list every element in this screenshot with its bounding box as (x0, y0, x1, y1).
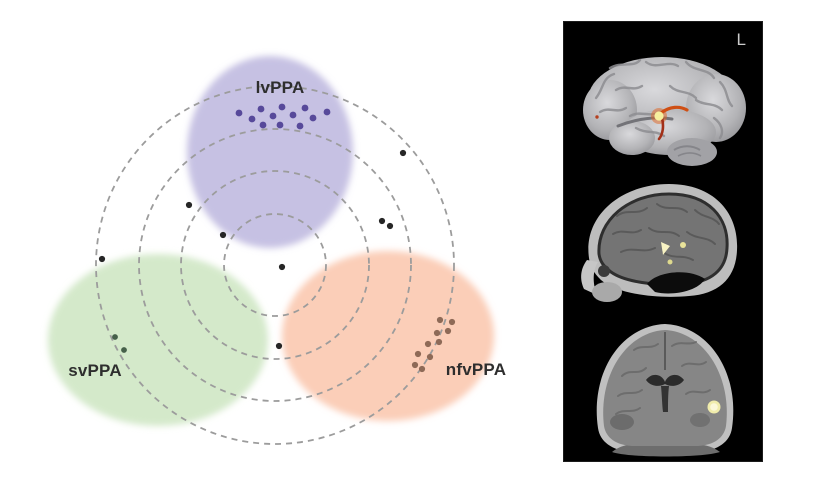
brain-3d-render (583, 57, 746, 166)
ellipses-layer (48, 56, 494, 426)
activation-speck (595, 115, 599, 119)
temporal-dark-right (690, 413, 710, 427)
activation-coronal (707, 400, 721, 414)
lvppa-label: lvPPA (255, 78, 305, 97)
ppa-diagram-svg (48, 56, 494, 445)
dots-layer (98, 103, 456, 373)
posterior-fossa-dark (647, 272, 705, 294)
rings-layer (95, 85, 455, 445)
coronal-mri (596, 324, 734, 457)
brain-image-panel: L (563, 21, 763, 462)
sagittal-mri (581, 184, 738, 302)
left-orientation-label: L (736, 30, 746, 49)
svppa-label: svPPA (68, 361, 122, 380)
cerebellum (667, 138, 717, 166)
temporal-dark-left (610, 414, 634, 430)
activation-3d (595, 105, 689, 141)
brain-sagittal (597, 192, 729, 286)
orbit-dark (598, 265, 610, 277)
sulci-texture (612, 203, 720, 261)
nfvppa-label: nfvPPA (445, 360, 507, 379)
activation-sagittal (661, 242, 686, 265)
facial-bones (581, 260, 598, 295)
ventricles (646, 374, 684, 412)
coronal-texture (615, 341, 711, 415)
gyri-texture (594, 58, 734, 140)
sylvian-fissure (616, 116, 674, 128)
